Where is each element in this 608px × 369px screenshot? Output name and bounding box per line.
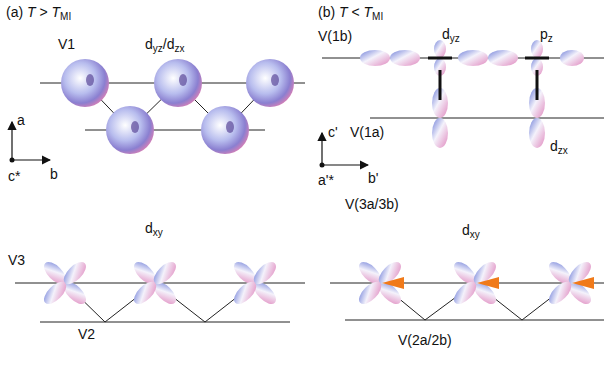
axis-label: b': [368, 170, 378, 186]
axis-label: c': [328, 124, 338, 140]
orbital-label: dyz/dzx: [145, 36, 184, 57]
orbital-label: dzx: [550, 138, 568, 159]
axis-label: b: [50, 166, 58, 182]
orbital-label: pz: [540, 26, 553, 47]
site-label: V3: [8, 252, 25, 268]
site-label: V(3a/3b): [345, 196, 399, 212]
orbital-label: dyz: [442, 26, 460, 47]
site-label: V(1b): [318, 28, 352, 44]
orbital-label: dxy: [462, 222, 480, 243]
panel-heading: (b) T < TMI: [318, 4, 383, 25]
site-label: V2: [78, 326, 95, 342]
panel-heading: (a) T > TMI: [6, 4, 71, 25]
orbital-label: dxy: [145, 220, 163, 241]
site-label: V(1a): [350, 124, 384, 140]
site-label: V1: [58, 36, 75, 52]
site-label: V(2a/2b): [398, 332, 452, 348]
axis-label: a: [17, 112, 25, 128]
axis-label: a'*: [318, 172, 334, 188]
axis-label: c*: [8, 168, 20, 184]
